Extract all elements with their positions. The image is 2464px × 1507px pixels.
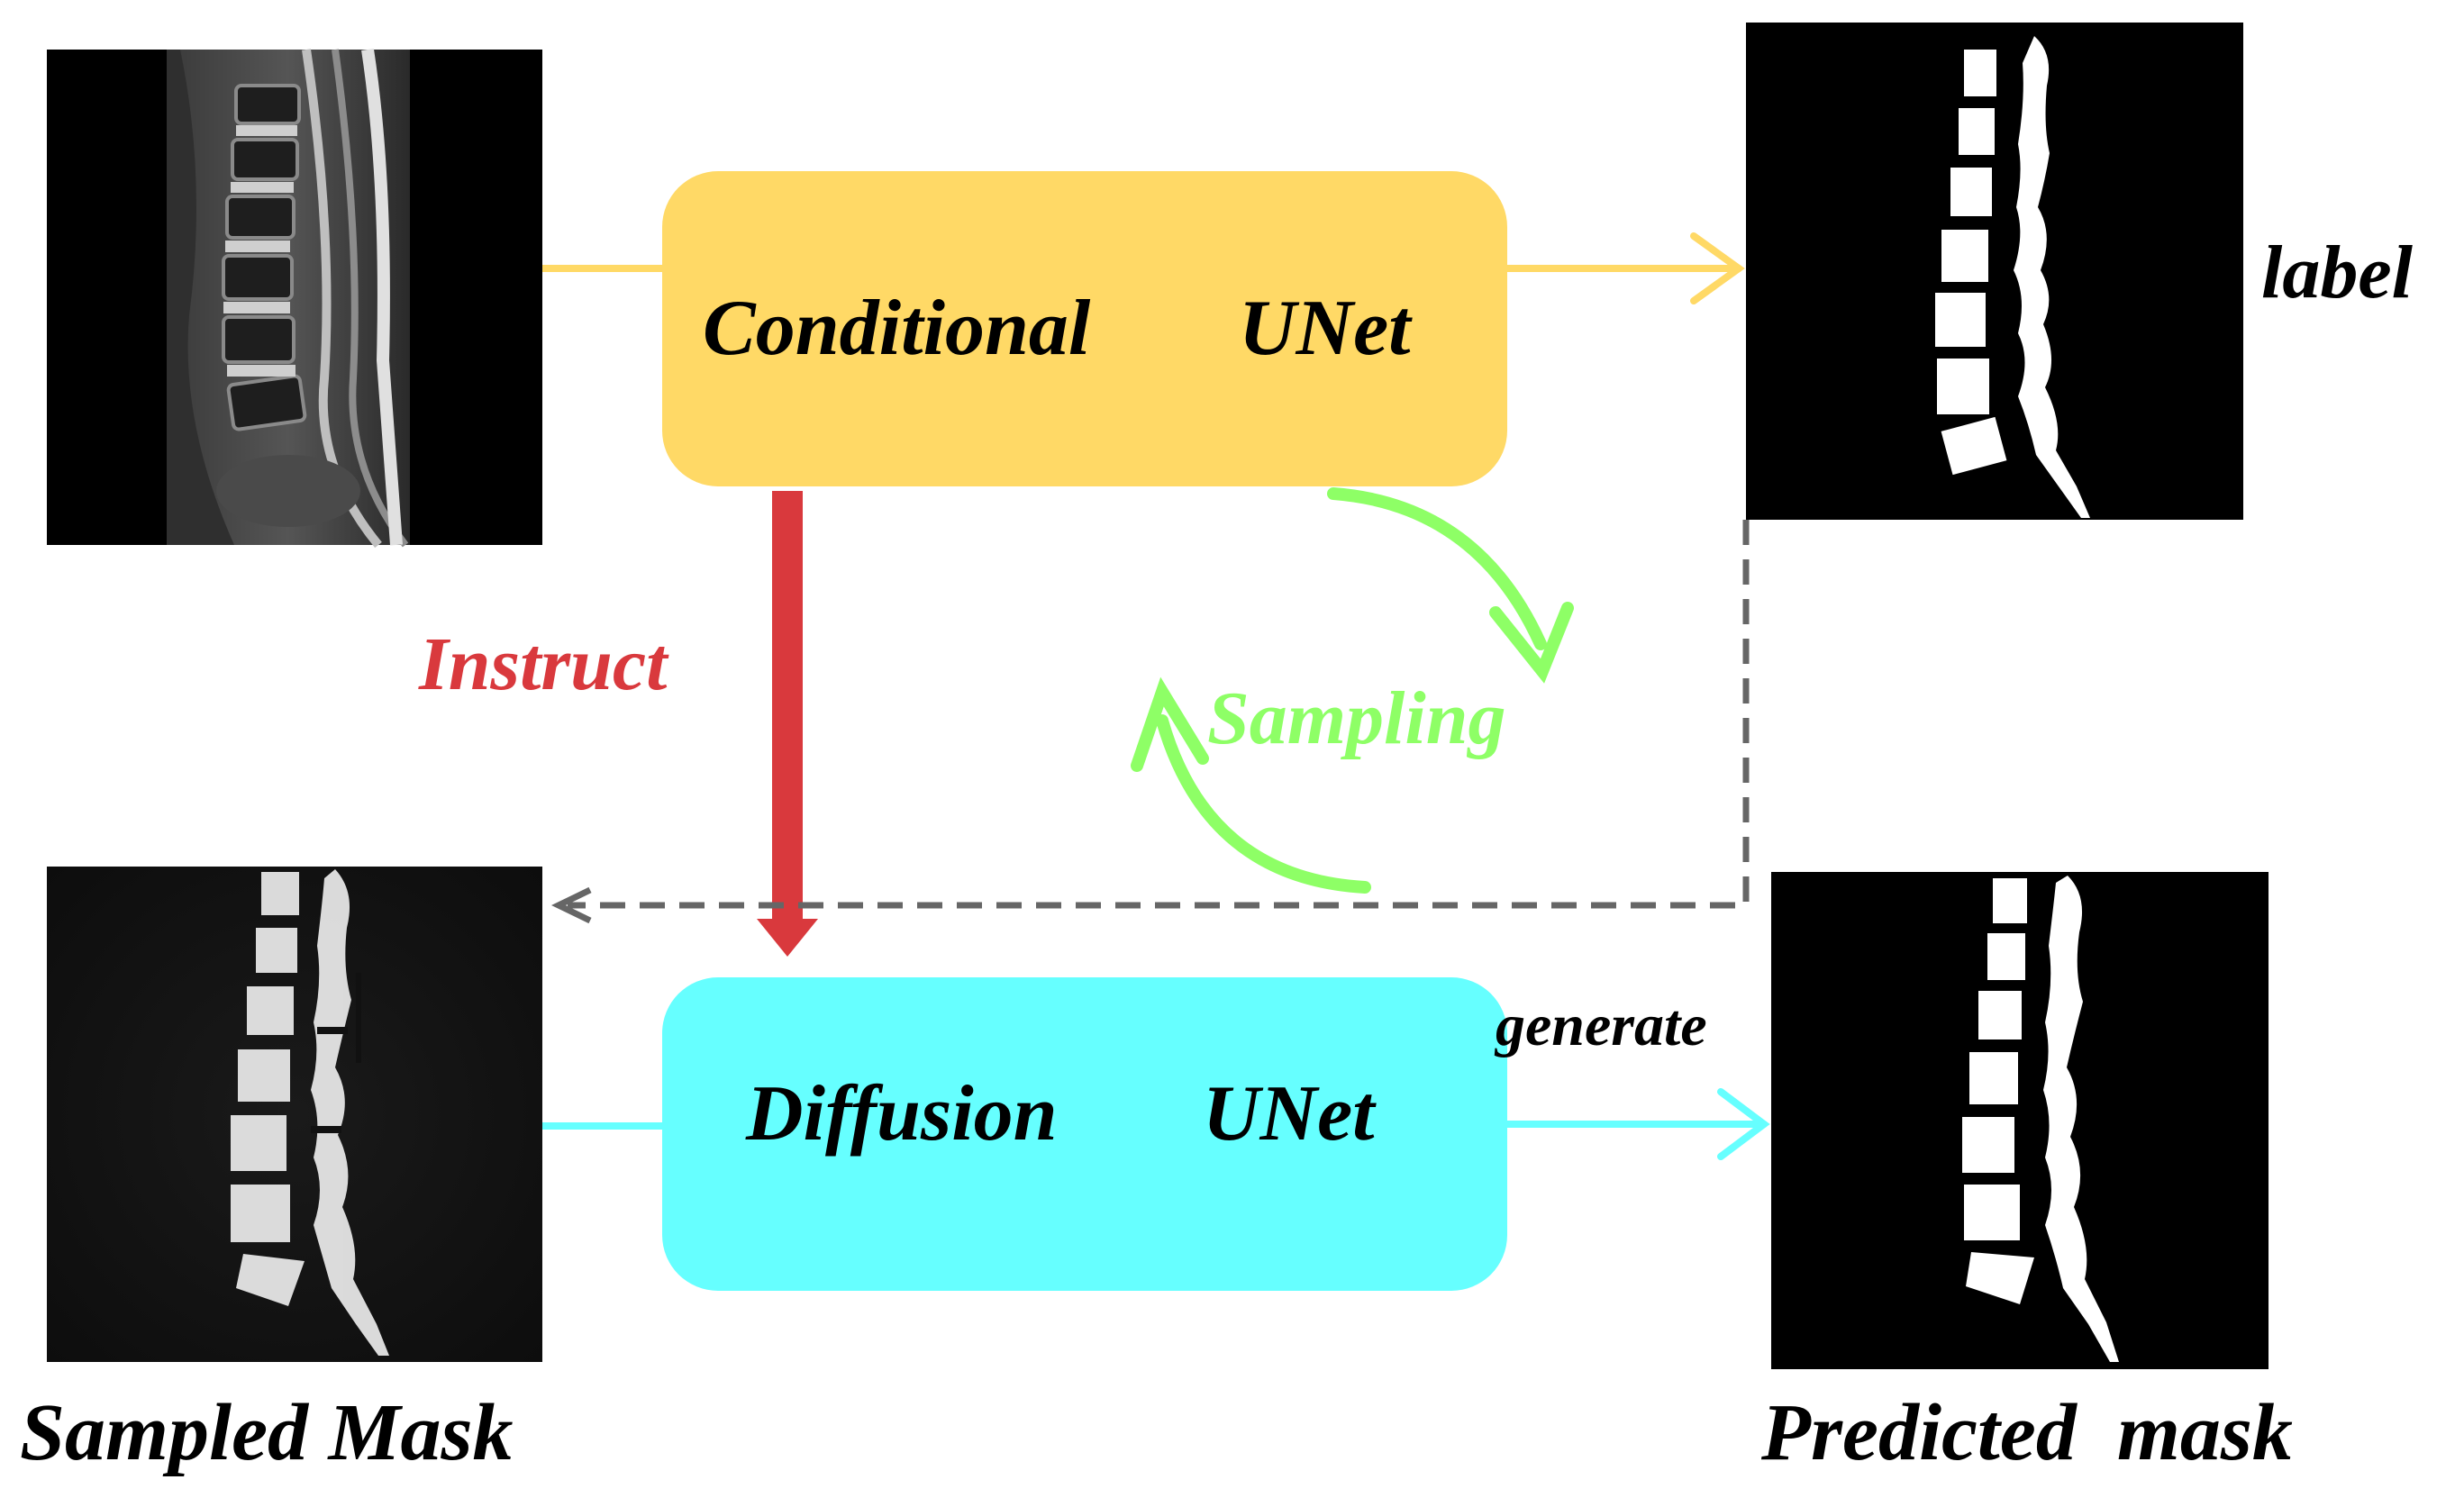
mri-image xyxy=(47,48,542,549)
label-text: label xyxy=(2261,231,2414,314)
conditional-to-label-arrow xyxy=(1504,232,1745,304)
predicted-mask-caption: Predicted mask xyxy=(1760,1388,2293,1477)
instruct-arrow xyxy=(757,491,818,957)
feedback-dashed-arrow xyxy=(568,520,1750,909)
conditional-unet-word: UNet xyxy=(1239,285,1413,372)
conditional-unet-box xyxy=(662,171,1507,486)
instruct-label: Instruct xyxy=(418,622,669,706)
conditional-word: Conditional xyxy=(703,285,1091,372)
diffusion-unet-box xyxy=(662,977,1507,1291)
sampled-mask-caption: Sampled Mask xyxy=(20,1388,514,1477)
diffusion-to-predicted-arrow xyxy=(1504,1088,1770,1160)
label-mask-image xyxy=(1746,23,2243,520)
sampling-arrow-up xyxy=(1131,676,1371,894)
feedback-arrowhead xyxy=(550,886,592,924)
sampling-arrow-down xyxy=(1327,487,1574,684)
diffusion-word: Diffusion xyxy=(745,1070,1058,1157)
generate-label: generate xyxy=(1494,993,1707,1058)
sampling-label: Sampling xyxy=(1207,676,1505,760)
predicted-mask-image xyxy=(1771,872,2269,1369)
diffusion-unet-word: UNet xyxy=(1203,1070,1377,1157)
sampled-mask-image xyxy=(47,867,542,1362)
